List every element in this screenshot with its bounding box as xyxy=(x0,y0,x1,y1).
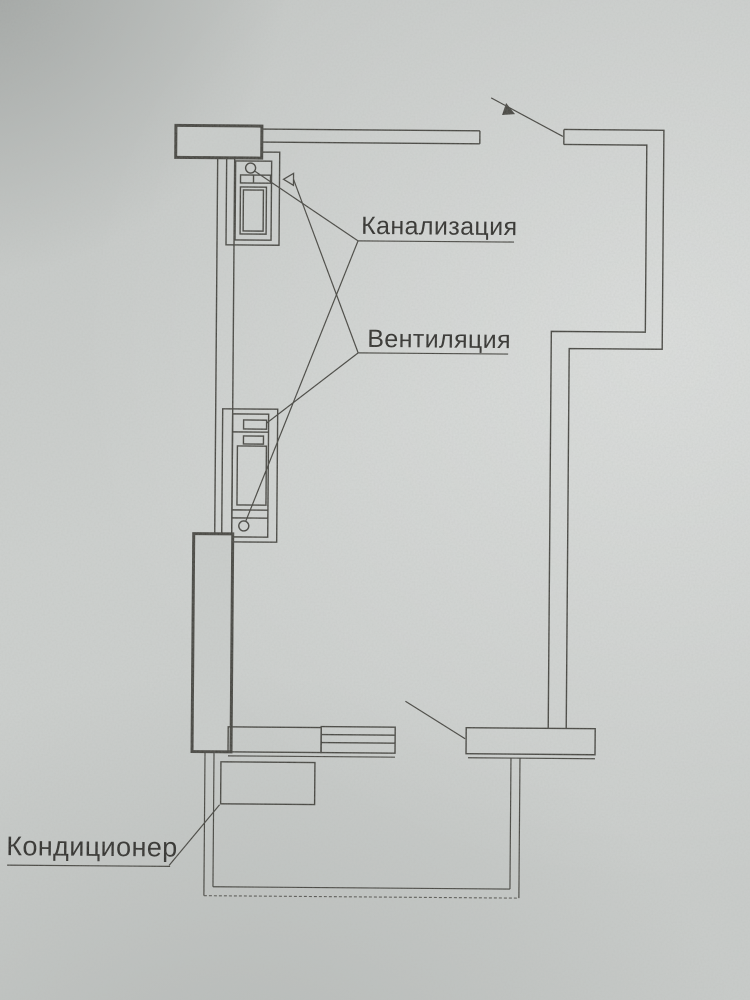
pier-leader-line xyxy=(405,700,466,740)
label-sewerage: Канализация xyxy=(361,211,518,242)
balcony-right-outer xyxy=(518,758,521,899)
leader-sewerage-bottom xyxy=(245,240,359,522)
sewer-pipe-circle-top-shaft xyxy=(244,162,257,174)
window-glass-line-1 xyxy=(321,733,396,736)
label-ventilation: Вентиляция xyxy=(367,324,512,355)
label-air-conditioner: Кондиционер xyxy=(6,831,178,863)
leader-ventilation-bottom xyxy=(266,352,359,424)
leader-sewerage-top xyxy=(254,170,359,242)
right-pier-under-line xyxy=(467,757,595,760)
right-wall-pier xyxy=(465,727,596,756)
left-wall-outer xyxy=(214,157,219,534)
air-conditioner-unit xyxy=(219,761,316,806)
entrance-arrow-line xyxy=(490,97,564,137)
underline-sewerage xyxy=(358,240,515,243)
right-wall-inner xyxy=(547,143,648,729)
top-wall-outer-line xyxy=(261,128,480,132)
sewer-pipe-circle-bottom-shaft xyxy=(238,520,250,532)
vent-duct-top-shaft-inner xyxy=(242,189,265,232)
left-wall-pier xyxy=(190,532,235,754)
window-glass-line-2 xyxy=(321,741,396,744)
vent-arrow-marker xyxy=(282,172,295,187)
bottom-shaft-vent-opening xyxy=(242,435,265,445)
vent-duct-bottom-shaft xyxy=(242,419,268,430)
balcony-bottom-inner xyxy=(212,886,510,890)
underline-air-conditioner xyxy=(7,864,171,868)
bottom-shaft-duct xyxy=(236,445,268,506)
balcony-left-inner xyxy=(212,751,215,887)
balcony-right-inner xyxy=(509,758,512,890)
balcony-bottom-outer xyxy=(203,895,519,899)
partition-under-line xyxy=(227,755,395,758)
window-symbol xyxy=(320,725,396,754)
entry-wall-block xyxy=(174,123,264,160)
leader-ventilation-top xyxy=(292,179,359,354)
partition-wall-segment xyxy=(227,726,322,754)
right-wall-outer xyxy=(563,128,665,729)
top-wall-inner-line xyxy=(261,141,480,145)
